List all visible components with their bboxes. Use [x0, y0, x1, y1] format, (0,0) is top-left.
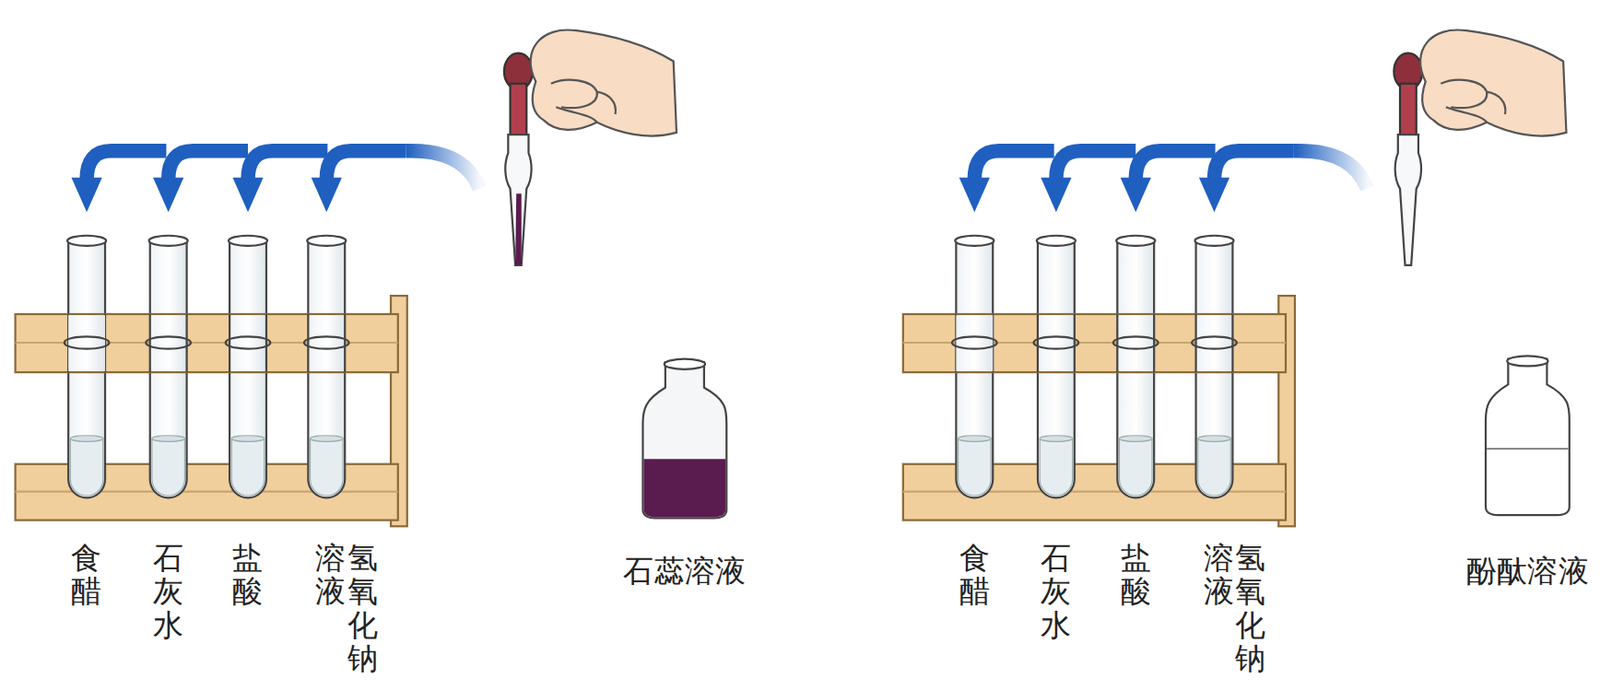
tube-label: 氢氧化钠 溶液: [1202, 541, 1268, 676]
bottle-label: 酚酞溶液: [1466, 551, 1589, 593]
tube-label: 石灰水: [152, 541, 184, 643]
tube-label: 氢氧化钠 溶液: [315, 541, 380, 676]
label-char: 化: [346, 608, 379, 643]
label-char: 化: [1235, 608, 1268, 643]
tube-label: 石灰水: [1040, 541, 1071, 643]
label-char: 氧: [346, 574, 379, 609]
bottle-label: 石蕊溶液: [623, 551, 746, 593]
label-char: 钠: [346, 641, 379, 676]
label-char: 液: [315, 574, 348, 609]
label-char: 氢: [1235, 541, 1268, 576]
tube-label: 食醋: [959, 541, 990, 609]
tube-label: 盐酸: [232, 541, 263, 609]
label-char: 溶: [315, 541, 348, 576]
label-char: 溶: [1202, 541, 1236, 576]
label-char: 氢: [346, 541, 379, 576]
label-char: 液: [1202, 574, 1236, 609]
tube-label: 盐酸: [1120, 541, 1152, 609]
tube-label: 食醋: [70, 541, 102, 609]
label-char: 氧: [1235, 574, 1268, 609]
label-char: 钠: [1235, 641, 1268, 676]
